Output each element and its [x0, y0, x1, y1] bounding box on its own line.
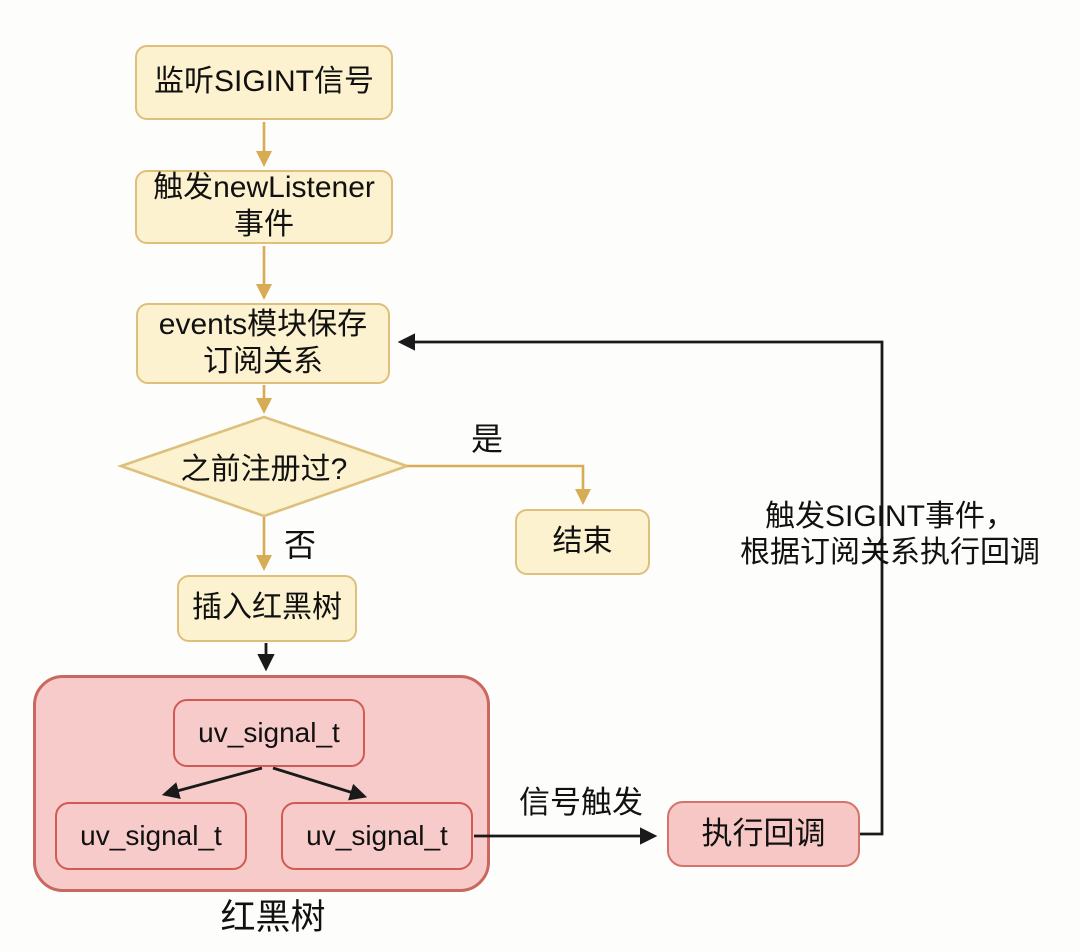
node-execute-callback: 执行回调: [667, 801, 860, 867]
tree-node-uv-signal-root: uv_signal_t: [173, 699, 365, 767]
tree-node-uv-signal-right: uv_signal_t: [281, 802, 473, 870]
branch-label-yes: 是: [470, 420, 503, 457]
tree-edge-left: [161, 766, 263, 799]
arrow-yes-to-end: [407, 464, 592, 506]
tree-edge-right: [272, 766, 368, 801]
node-insert-rbtree: 插入红黑树: [177, 575, 357, 642]
arrow-feedback-loop: [397, 333, 884, 836]
rbtree-caption: 红黑树: [220, 898, 326, 937]
node-events-save-subscription: events模块保存 订阅关系: [136, 303, 390, 384]
edge-label-signal-trigger: 信号触发: [519, 785, 643, 821]
node-trigger-newlistener: 触发newListener 事件: [135, 170, 393, 244]
decision-registered-before: 之前注册过?: [180, 453, 348, 486]
tree-node-uv-signal-left: uv_signal_t: [55, 802, 247, 870]
node-end: 结束: [515, 509, 650, 575]
decision-diamond-shape: [117, 415, 411, 518]
node-listen-sigint: 监听SIGINT信号: [135, 45, 393, 120]
branch-label-no: 否: [283, 526, 316, 563]
edge-label-feedback-loop: 触发SIGINT事件， 根据订阅关系执行回调: [740, 500, 1040, 569]
